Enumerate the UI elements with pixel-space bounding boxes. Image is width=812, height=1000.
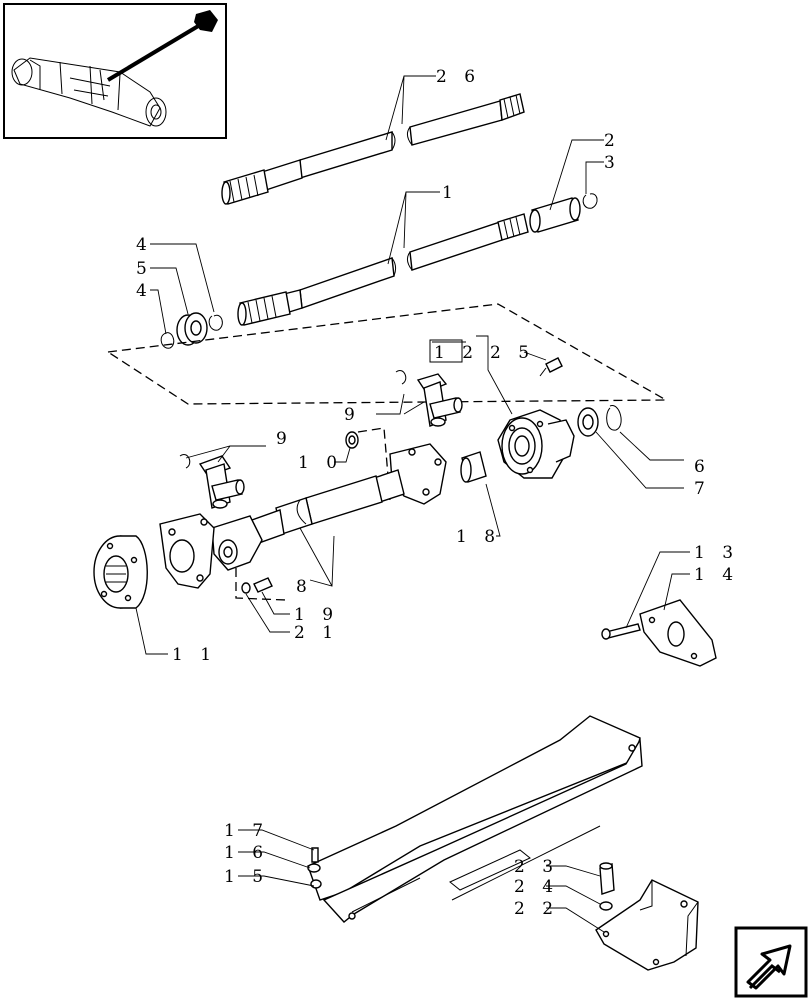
axle-assembly-thumbnail-icon <box>11 10 218 127</box>
washer-16[interactable] <box>307 863 321 873</box>
washer-21[interactable] <box>241 582 251 594</box>
callout-11: 1 1 <box>172 645 217 665</box>
callout-5: 5 <box>136 259 153 279</box>
callout-1: 1 <box>442 183 459 203</box>
callout-2: 2 <box>604 131 621 151</box>
shaft-26[interactable] <box>221 93 525 205</box>
flange-12[interactable] <box>497 409 575 479</box>
universal-joint-cross-9-upper[interactable] <box>416 373 463 427</box>
callout-3: 3 <box>604 153 621 173</box>
seal-7[interactable] <box>577 407 599 437</box>
circlip-6[interactable] <box>606 405 622 431</box>
bolt-17[interactable] <box>311 847 319 863</box>
callout-16: 1 6 <box>224 843 269 863</box>
shaft-1[interactable] <box>237 213 529 326</box>
leader-lines <box>135 75 690 933</box>
washer-24[interactable] <box>599 901 613 911</box>
spacer-18[interactable] <box>460 451 487 483</box>
circlip-9-lower[interactable] <box>179 454 191 469</box>
flange-11[interactable] <box>93 535 148 609</box>
assembly-boundary <box>106 303 669 405</box>
callout-9-lower: 9 <box>276 429 293 449</box>
sleeve-2[interactable] <box>529 197 581 233</box>
callout-14: 1 4 <box>694 565 739 585</box>
callout-7: 7 <box>694 479 711 499</box>
callout-19: 1 9 <box>294 605 339 625</box>
callout-10: 1 0 <box>298 453 343 473</box>
circlip-3[interactable] <box>582 193 598 209</box>
callout-23: 2 3 <box>514 857 559 877</box>
guard-15[interactable] <box>307 715 643 923</box>
bolt-19[interactable] <box>253 577 273 593</box>
next-page-arrow-icon <box>746 944 792 990</box>
circlip-4-right[interactable] <box>208 314 223 331</box>
callout-12: 1 2 <box>434 343 479 363</box>
callout-22: 2 2 <box>514 899 559 919</box>
circlip-9-upper[interactable] <box>395 370 407 385</box>
bush-10[interactable] <box>345 431 359 449</box>
bolt-23[interactable] <box>599 862 615 895</box>
callout-18: 1 8 <box>456 527 501 547</box>
bolt-25[interactable] <box>539 357 563 377</box>
callout-25: 2 5 <box>490 343 535 363</box>
next-page-button[interactable] <box>734 926 808 998</box>
callout-4-lower: 4 <box>136 281 153 301</box>
bearing-5[interactable] <box>176 312 208 346</box>
bracket-22[interactable] <box>595 879 699 971</box>
callout-15: 1 5 <box>224 867 269 887</box>
propeller-shaft-8[interactable] <box>159 443 447 589</box>
callout-24: 2 4 <box>514 877 559 897</box>
callout-21: 2 1 <box>294 623 339 643</box>
callout-labels: 2 6 1 2 3 4 5 4 1 2 2 5 9 9 1 0 6 7 1 8 … <box>136 67 739 919</box>
callout-26: 2 6 <box>436 67 481 87</box>
callout-6: 6 <box>694 457 711 477</box>
callout-13: 1 3 <box>694 543 739 563</box>
bolt-13[interactable] <box>601 623 641 640</box>
circlip-4-left[interactable] <box>160 332 175 349</box>
callout-9-upper: 9 <box>344 405 361 425</box>
callout-4-upper: 4 <box>136 235 153 255</box>
callout-8: 8 <box>296 577 313 597</box>
axle-thumbnail[interactable] <box>3 3 227 139</box>
plate-14[interactable] <box>639 599 717 667</box>
universal-joint-cross-9-lower[interactable] <box>198 455 245 509</box>
callout-17: 1 7 <box>224 821 269 841</box>
